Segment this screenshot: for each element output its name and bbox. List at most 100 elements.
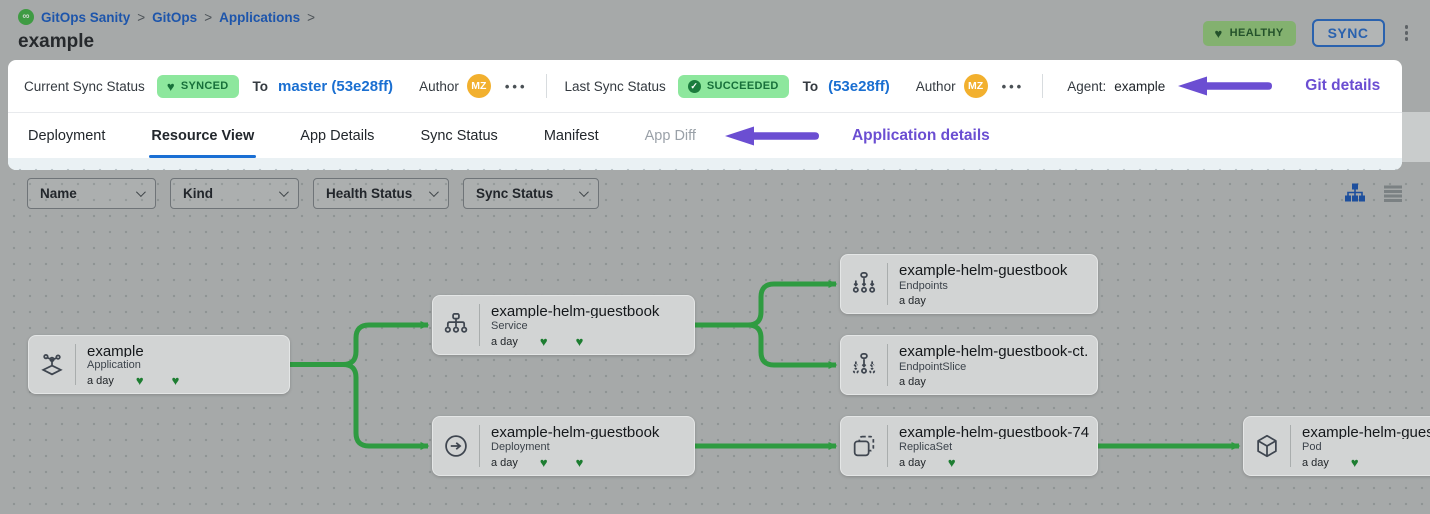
- page-header: ∞ GitOps Sanity>GitOps>Applications> exa…: [0, 0, 1430, 60]
- list-view-icon[interactable]: [1382, 182, 1404, 204]
- resource-kind: Endpoints: [899, 280, 1089, 292]
- heart-icon: ♥: [576, 335, 584, 348]
- heart-icon: ♥: [540, 456, 548, 469]
- more-options-icon[interactable]: •••: [505, 79, 528, 94]
- resource-title: example-helm-guestbook: [899, 262, 1089, 278]
- annotation-arrow-icon: [724, 124, 820, 148]
- breadcrumb-separator: >: [204, 10, 212, 25]
- breadcrumb-link[interactable]: Applications: [219, 10, 300, 25]
- kebab-menu-icon[interactable]: [1401, 22, 1413, 44]
- tab-manifest[interactable]: Manifest: [544, 113, 599, 158]
- annotation-arrow-icon: [1177, 74, 1273, 98]
- filter-bar: Name Kind Health Status Sync Status: [27, 178, 599, 209]
- author-avatar: MZ: [964, 74, 988, 98]
- application-details-annotation: Application details: [852, 127, 990, 145]
- chevron-down-icon: [279, 187, 289, 197]
- divider: [1042, 74, 1043, 98]
- resource-kind: Pod: [1302, 441, 1430, 453]
- resource-node-endpointslice[interactable]: example-helm-guestbook-ct... EndpointSlic…: [840, 335, 1098, 395]
- resource-node-deployment[interactable]: example-helm-guestbookDeploymenta day♥♥: [432, 416, 695, 476]
- resource-node-replicaset[interactable]: example-helm-guestbook-74... ReplicaSet a …: [840, 416, 1098, 476]
- heart-icon: ♥: [576, 456, 584, 469]
- chevron-down-icon: [136, 187, 146, 197]
- tab-sync-status[interactable]: Sync Status: [420, 113, 497, 158]
- filter-name[interactable]: Name: [27, 178, 156, 209]
- resource-title: example: [87, 343, 281, 357]
- more-options-icon[interactable]: •••: [1002, 79, 1025, 94]
- git-details-annotation: Git details: [1305, 77, 1380, 95]
- resource-kind: EndpointSlice: [899, 361, 1089, 373]
- resource-title: example-helm-guestbook: [491, 424, 686, 439]
- resource-title: example-helm-guest: [1302, 424, 1430, 439]
- resource-node-pod[interactable]: example-helm-guestPoda day♥: [1243, 416, 1430, 476]
- endpoints-icon: [841, 255, 887, 313]
- heart-icon: ♥: [1215, 27, 1223, 40]
- synced-badge: ♥ SYNCED: [157, 75, 239, 98]
- agent-label: Agent:: [1067, 79, 1106, 94]
- author-avatar: MZ: [467, 74, 491, 98]
- resource-title: example-helm-guestbook-74...: [899, 424, 1089, 439]
- tab-app-diff[interactable]: App Diff: [645, 113, 696, 158]
- sync-button[interactable]: SYNC: [1312, 19, 1385, 47]
- heart-icon: ♥: [136, 374, 144, 387]
- breadcrumb-link[interactable]: GitOps: [152, 10, 197, 25]
- canvas-strip: [8, 158, 1402, 170]
- heart-icon: ♥: [1351, 456, 1359, 469]
- breadcrumb-separator: >: [137, 10, 145, 25]
- resource-node-endpoints[interactable]: example-helm-guestbookEndpoints a day: [840, 254, 1098, 314]
- resource-age: a day♥♥: [491, 335, 686, 348]
- pod-icon: [1244, 417, 1290, 475]
- application-icon: [29, 336, 75, 393]
- highlighted-panel: Current Sync Status ♥ SYNCED To master (…: [8, 60, 1402, 170]
- breadcrumb-link[interactable]: GitOps Sanity: [41, 10, 130, 25]
- tab-resource-view[interactable]: Resource View: [151, 113, 254, 158]
- dimmed-tabbar-remnant: [1402, 112, 1430, 162]
- filter-label: Name: [40, 186, 77, 201]
- author-label: Author: [916, 79, 956, 94]
- resource-title: example-helm-guestbook: [491, 303, 686, 318]
- resource-age: a day♥: [899, 456, 1089, 469]
- sync-status-bar: Current Sync Status ♥ SYNCED To master (…: [8, 60, 1402, 112]
- heart-icon: ♥: [948, 456, 956, 469]
- resource-node-application[interactable]: exampleApplicationa day♥♥: [28, 335, 290, 394]
- resource-age: a day♥♥: [491, 456, 686, 469]
- filter-health-status[interactable]: Health Status: [313, 178, 449, 209]
- check-circle-icon: ✓: [688, 80, 701, 93]
- filter-label: Health Status: [326, 186, 412, 201]
- filter-label: Kind: [183, 186, 213, 201]
- author-label: Author: [419, 79, 459, 94]
- chevron-down-icon: [429, 187, 439, 197]
- health-status-badge: ♥ HEALTHY: [1203, 21, 1296, 46]
- tree-view-icon[interactable]: [1344, 182, 1366, 204]
- resource-title: example-helm-guestbook-ct...: [899, 343, 1089, 359]
- gitops-logo-icon: ∞: [18, 9, 34, 25]
- filter-kind[interactable]: Kind: [170, 178, 299, 209]
- tab-app-details[interactable]: App Details: [300, 113, 374, 158]
- heart-icon: ♥: [172, 374, 180, 387]
- last-revision-link[interactable]: (53e28ff): [828, 78, 890, 95]
- chevron-down-icon: [579, 187, 589, 197]
- current-revision-link[interactable]: master (53e28ff): [278, 78, 393, 95]
- heart-icon: ♥: [167, 80, 175, 93]
- breadcrumb-separator: >: [307, 10, 315, 25]
- resource-kind: Application: [87, 359, 281, 371]
- endpointslice-icon: [841, 336, 887, 394]
- replicaset-icon: [841, 417, 887, 475]
- view-toggles: [1344, 182, 1404, 204]
- current-sync-status-label: Current Sync Status: [24, 79, 145, 94]
- succeeded-badge: ✓ SUCCEEDED: [678, 75, 789, 98]
- resource-kind: Deployment: [491, 441, 686, 453]
- tab-deployment[interactable]: Deployment: [28, 113, 105, 158]
- to-label: To: [803, 79, 819, 94]
- agent-value: example: [1114, 79, 1165, 94]
- filter-sync-status[interactable]: Sync Status: [463, 178, 599, 209]
- to-label: To: [253, 79, 269, 94]
- resource-kind: ReplicaSet: [899, 441, 1089, 453]
- resource-node-service[interactable]: example-helm-guestbookService a day♥♥: [432, 295, 695, 355]
- tab-bar: Deployment Resource View App Details Sync S…: [8, 113, 1402, 158]
- filter-label: Sync Status: [476, 186, 553, 201]
- resource-kind: Service: [491, 320, 686, 332]
- resource-age: a day: [899, 295, 1089, 307]
- resource-age: a day: [899, 376, 1089, 388]
- divider: [546, 74, 547, 98]
